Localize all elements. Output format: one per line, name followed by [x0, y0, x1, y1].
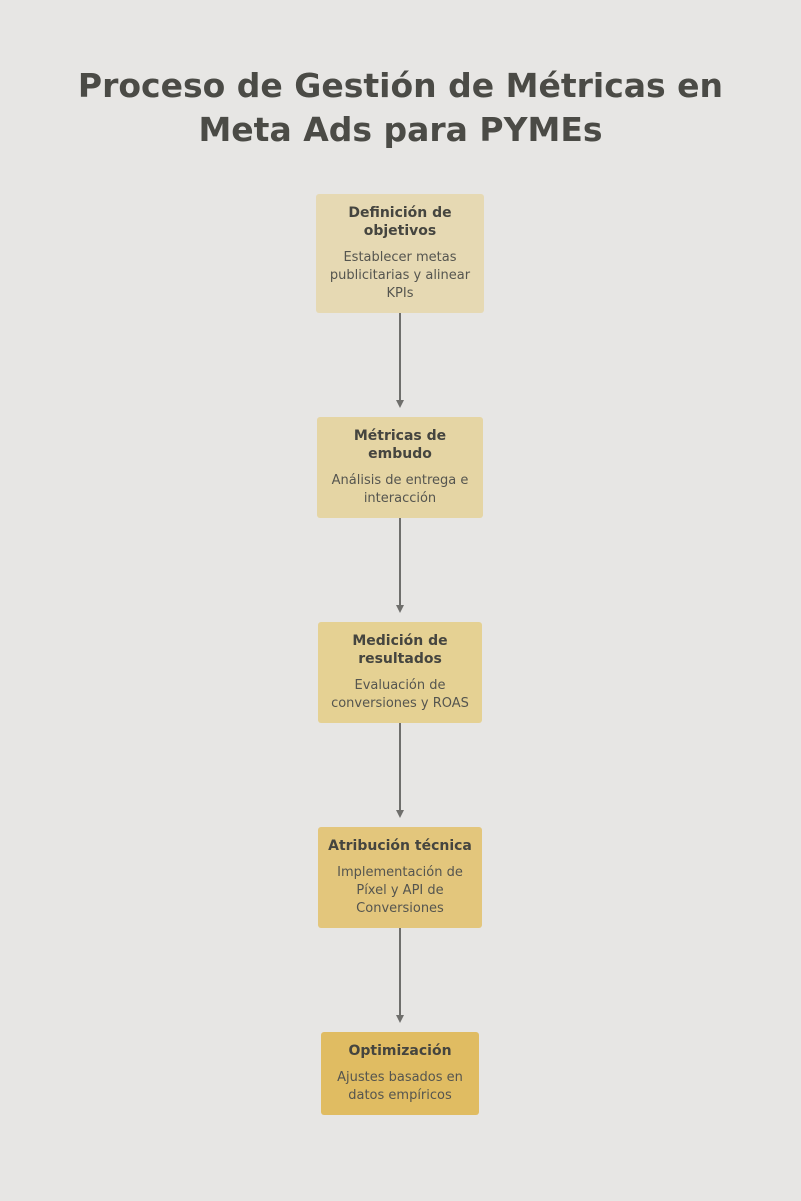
title-line-1: Proceso de Gestión de Métricas en	[77, 66, 724, 105]
step-description: Evaluación de conversiones y ROAS	[331, 678, 469, 711]
step-definicion-objetivos: Definición de objetivos Establecer metas…	[316, 194, 484, 313]
step-title: Optimización	[348, 1043, 452, 1059]
step-atribucion-tecnica: Atribución técnica Implementación de Píx…	[318, 827, 482, 928]
step-description: Análisis de entrega e interacción	[331, 473, 469, 506]
step-title: Atribución técnica	[328, 838, 472, 854]
step-description: Ajustes basados en datos empíricos	[337, 1070, 463, 1103]
step-title: Definición de objetivos	[348, 205, 452, 239]
step-metricas-embudo: Métricas de embudo Análisis de entrega e…	[317, 417, 483, 518]
step-description: Implementación de Píxel y API de Convers…	[337, 865, 463, 916]
step-title: Medición de resultados	[352, 633, 448, 667]
step-optimizacion: Optimización Ajustes basados en datos em…	[321, 1032, 479, 1115]
step-description: Establecer metas publicitarias y alinear…	[329, 250, 471, 301]
step-medicion-resultados: Medición de resultados Evaluación de con…	[318, 622, 482, 723]
step-title: Métricas de embudo	[353, 428, 447, 462]
title-line-2: Meta Ads para PYMEs	[198, 110, 603, 149]
diagram-title: Proceso de Gestión de Métricas en Meta A…	[0, 64, 801, 152]
